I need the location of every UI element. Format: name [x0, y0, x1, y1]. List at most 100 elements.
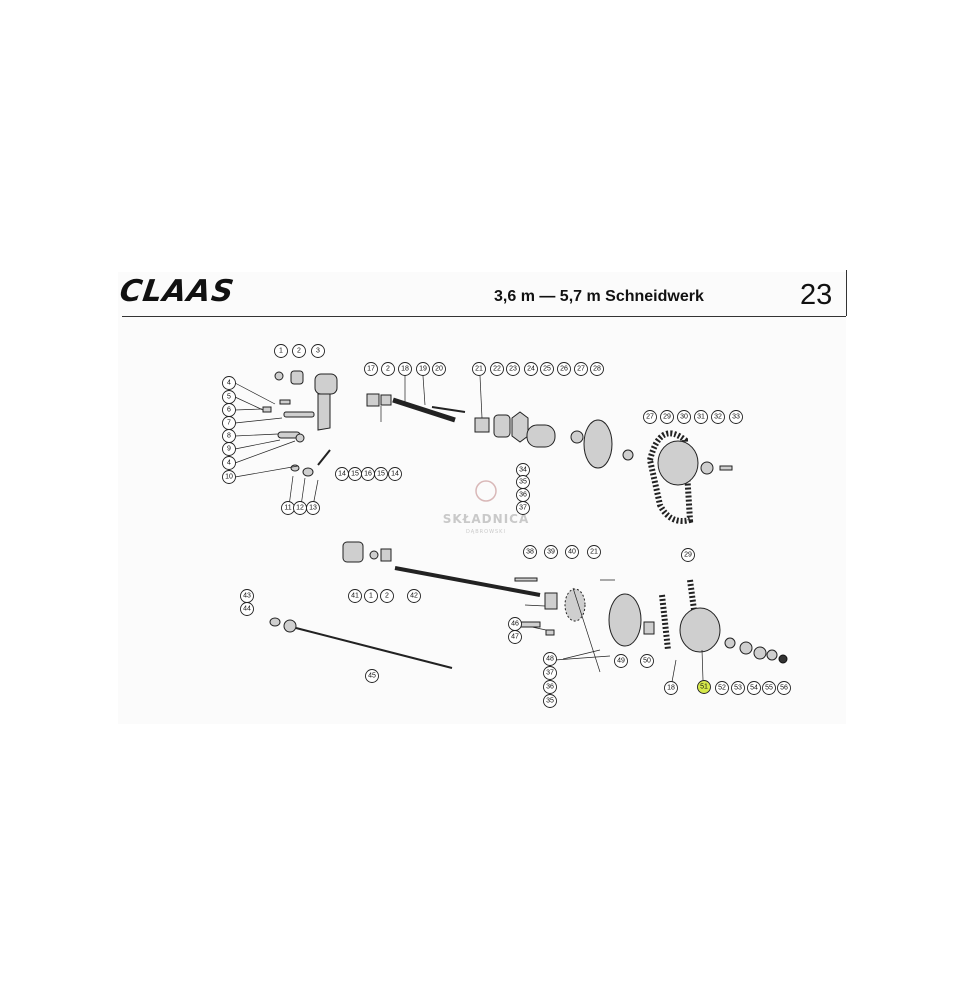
callout-circle	[557, 362, 571, 376]
callout-label: 28	[593, 366, 601, 373]
callout-circle	[762, 681, 776, 695]
leader-lines	[234, 375, 704, 683]
callout-label: 17	[367, 366, 375, 373]
callout-circle	[677, 410, 691, 424]
callout-label: 54	[750, 685, 758, 692]
callout-label: 15	[377, 471, 385, 478]
callout-circle	[306, 501, 320, 515]
callout-label: 47	[511, 634, 519, 641]
callout-label: 2	[386, 366, 390, 373]
callout-circle	[407, 589, 421, 603]
callout-circle	[508, 630, 522, 644]
callout-label: 55	[765, 685, 773, 692]
callout-18: 18	[398, 362, 412, 376]
callout-circle	[274, 344, 288, 358]
callout-13: 13	[306, 501, 320, 515]
callout-25: 25	[540, 362, 554, 376]
callout-circle	[380, 589, 394, 603]
header-rule-right	[768, 316, 846, 317]
callout-label: 49	[617, 658, 625, 665]
callout-label: 15	[351, 471, 359, 478]
callout-label: 35	[546, 698, 554, 705]
callout-19: 19	[416, 362, 430, 376]
callout-circle	[543, 680, 557, 694]
callout-2: 2	[380, 589, 394, 603]
callout-36: 36	[543, 680, 557, 694]
callout-circle	[777, 681, 791, 695]
parts-group-middle	[342, 541, 788, 664]
callout-48: 48	[543, 652, 557, 666]
parts-group-rod	[269, 579, 615, 673]
callout-4: 4	[222, 456, 236, 470]
watermark-sub: DĄBROWSKI	[466, 529, 506, 535]
callout-29: 29	[660, 410, 674, 424]
callout-51: 51	[697, 680, 711, 694]
callout-circle	[643, 410, 657, 424]
callout-circle	[543, 666, 557, 680]
callout-circle	[544, 545, 558, 559]
callout-55: 55	[762, 681, 776, 695]
callout-label: 8	[227, 433, 231, 440]
callout-circle	[516, 501, 530, 515]
callout-37: 37	[543, 666, 557, 680]
callout-circle	[747, 681, 761, 695]
callout-28: 28	[590, 362, 604, 376]
callout-label: 29	[684, 552, 692, 559]
callout-label: 21	[475, 366, 483, 373]
page-title: 3,6 m — 5,7 m Schneidwerk	[494, 288, 704, 305]
callout-label: 20	[435, 366, 443, 373]
callout-2: 2	[292, 344, 306, 358]
callout-label: 33	[732, 414, 740, 421]
callout-45: 45	[365, 669, 379, 683]
callout-circle	[715, 681, 729, 695]
callout-circle	[222, 442, 236, 456]
callout-circle	[348, 589, 362, 603]
callout-1: 1	[274, 344, 288, 358]
callout-circle	[292, 344, 306, 358]
callout-18: 18	[664, 681, 678, 695]
callout-9: 9	[222, 442, 236, 456]
callout-5: 5	[222, 390, 236, 404]
callout-circle	[543, 694, 557, 708]
callout-10: 10	[222, 470, 236, 484]
parts-group-shaft-top	[366, 393, 733, 524]
callout-label: 52	[718, 685, 726, 692]
callout-label: 2	[297, 348, 301, 355]
callout-circle	[614, 654, 628, 668]
callout-label: 36	[546, 684, 554, 691]
callout-circle	[222, 456, 236, 470]
callout-circle	[640, 654, 654, 668]
callout-circle	[506, 362, 520, 376]
callout-35: 35	[516, 475, 530, 489]
callout-52: 52	[715, 681, 729, 695]
callout-circle	[472, 362, 486, 376]
callout-54: 54	[747, 681, 761, 695]
callout-label: 1	[369, 593, 373, 600]
callout-circle	[574, 362, 588, 376]
callout-label: 29	[663, 414, 671, 421]
callout-circle	[524, 362, 538, 376]
callout-circle	[311, 344, 325, 358]
callout-label: 42	[410, 593, 418, 600]
callout-42: 42	[407, 589, 421, 603]
callout-49: 49	[614, 654, 628, 668]
callout-50: 50	[640, 654, 654, 668]
callout-label: 45	[368, 673, 376, 680]
callout-label: 9	[227, 446, 231, 453]
callout-label: 1	[279, 348, 283, 355]
callout-circle	[432, 362, 446, 376]
callout-label: 27	[646, 414, 654, 421]
callout-label: 4	[227, 460, 231, 467]
callout-3: 3	[311, 344, 325, 358]
callout-circle	[388, 467, 402, 481]
callout-label: 6	[227, 407, 231, 414]
callout-label: 37	[546, 670, 554, 677]
callout-label: 25	[543, 366, 551, 373]
callout-label: 10	[225, 474, 233, 481]
callout-26: 26	[557, 362, 571, 376]
callout-label: 2	[385, 593, 389, 600]
watermark: SKŁADNICA DĄBROWSKI	[443, 480, 528, 535]
callout-label: 12	[296, 505, 304, 512]
callout-17: 17	[364, 362, 378, 376]
